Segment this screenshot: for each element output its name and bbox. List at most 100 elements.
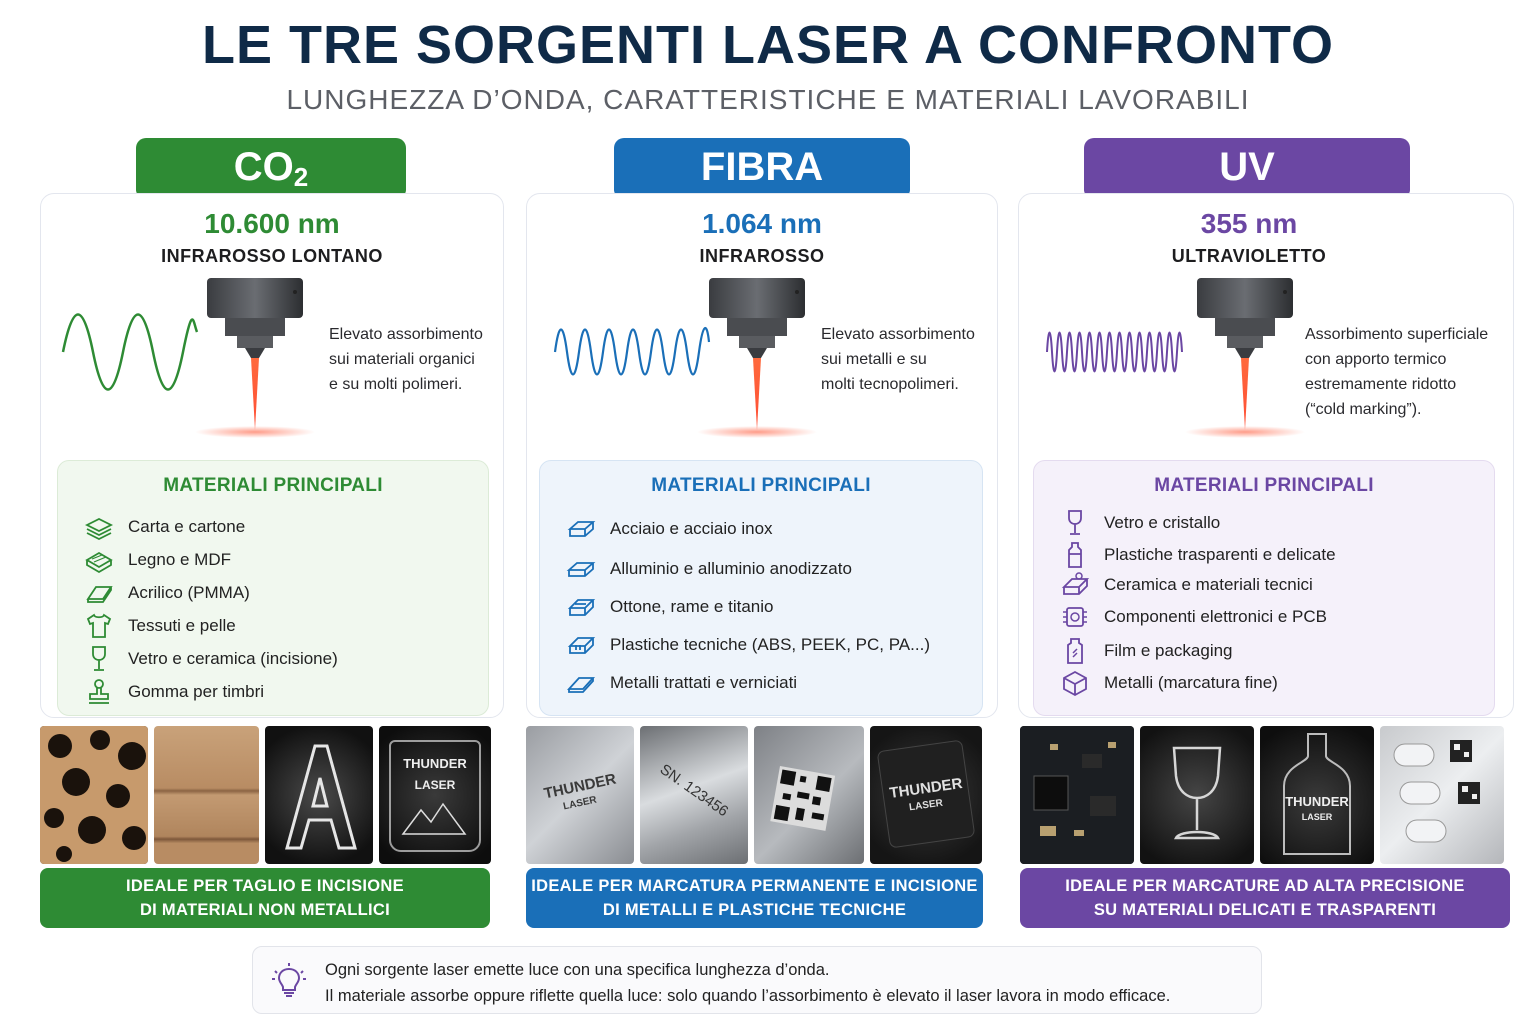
wavelength-uv: 355 nm <box>1200 208 1298 239</box>
plastic-block-icon <box>567 637 596 654</box>
photo-mdf-boards <box>154 726 259 864</box>
laser-head-uv-icon <box>1185 278 1305 438</box>
glass-brand: THUNDER <box>403 756 467 771</box>
photo-black-plate: THUNDER LASER <box>870 726 982 864</box>
material-label: Ottone, rame e titanio <box>610 597 774 616</box>
desc-fibra-line: sui metalli e su <box>821 351 927 368</box>
material-label: Gomma per timbri <box>128 682 265 701</box>
material-label: Metalli (marcatura fine) <box>1104 673 1278 692</box>
ceramic-block-icon <box>1061 572 1090 595</box>
desc-uv-line: estremamente ridotto <box>1305 376 1457 393</box>
desc-uv-line: Assorbimento superficiale <box>1305 326 1489 343</box>
band-co2: INFRAROSSO LONTANO <box>161 246 383 266</box>
tab-co2: CO2 <box>136 138 406 196</box>
materials-title-fibra: MATERIALI PRINCIPALI <box>651 475 871 496</box>
banner-uv-line: SU MATERIALI DELICATI E TRASPARENTI <box>1093 901 1437 919</box>
material-item-pcb: Componenti elettronici e PCB <box>1060 603 1327 631</box>
glass-brand-2: LASER <box>414 778 456 792</box>
wavelength-fibra: 1.064 nm <box>702 208 822 239</box>
card-uv: 355 nm ULTRAVIOLETTO Assorbimento superf… <box>1018 193 1514 718</box>
band-fibra: INFRAROSSO <box>699 246 825 266</box>
material-item-textile: Tessuti e pelle <box>84 612 236 640</box>
materials-panel-co2: MATERIALI PRINCIPALI Carta e cartone Leg… <box>57 460 489 716</box>
wine-glass-icon <box>1068 510 1082 535</box>
material-item-crystal: Vetro e cristallo <box>1060 509 1220 537</box>
material-label: Acciaio e acciaio inox <box>610 519 773 538</box>
metal-cube-icon <box>1063 670 1087 697</box>
coated-plate-icon <box>566 677 596 693</box>
qr-code-icon <box>770 766 836 831</box>
laser-head-co2-icon <box>195 278 315 438</box>
material-label: Componenti elettronici e PCB <box>1104 607 1328 626</box>
desc-co2-line: sui materiali organici <box>329 351 475 368</box>
banner-uv-line: IDEALE PER MARCATURE AD ALTA PRECISIONE <box>1065 877 1465 895</box>
material-label: Vetro e cristallo <box>1104 513 1221 532</box>
material-label: Acrilico (PMMA) <box>128 583 250 602</box>
tab-uv-label: UV <box>1219 145 1275 189</box>
material-item-tech-plastic: Plastiche tecniche (ABS, PEEK, PC, PA...… <box>566 631 930 659</box>
band-uv: ULTRAVIOLETTO <box>1171 246 1327 266</box>
materials-title-co2: MATERIALI PRINCIPALI <box>163 475 383 496</box>
material-label: Carta e cartone <box>128 517 246 536</box>
photo-qr-plate <box>754 726 864 864</box>
banner-fibra: IDEALE PER MARCATURA PERMANENTE E INCISI… <box>526 868 983 928</box>
tab-co2-label: CO <box>233 145 294 189</box>
chip-icon <box>1063 607 1087 627</box>
page-subtitle: LUNGHEZZA D’ONDA, CARATTERISTICHE E MATE… <box>286 84 1250 115</box>
materials-panel-uv: MATERIALI PRINCIPALI Vetro e cristallo P… <box>1033 460 1495 716</box>
package-icon <box>1067 638 1083 664</box>
materials-title-uv: MATERIALI PRINCIPALI <box>1154 475 1374 496</box>
lightbulb-icon <box>272 963 306 997</box>
photo-blister-pack <box>1380 726 1504 864</box>
material-label: Vetro e ceramica (incisione) <box>128 649 338 668</box>
photo-crystal-glass <box>1140 726 1254 864</box>
photos-co2: THUNDER LASER <box>40 726 491 864</box>
metal-bar-icon <box>566 562 596 577</box>
photo-acrylic-letter <box>265 726 373 864</box>
tshirt-icon <box>86 613 112 638</box>
page-title: LE TRE SORGENTI LASER A CONFRONTO <box>201 15 1335 75</box>
wood-board-icon <box>85 551 113 574</box>
desc-fibra: Elevato assorbimento sui metalli e su mo… <box>821 322 975 397</box>
desc-uv-line: con apporto termico <box>1305 351 1447 368</box>
material-label: Film e packaging <box>1104 641 1233 660</box>
wine-glass-icon <box>92 646 106 671</box>
material-item-fine-metal: Metalli (marcatura fine) <box>1060 669 1278 697</box>
photo-pcb <box>1020 726 1134 864</box>
material-label: Plastiche trasparenti e delicate <box>1104 545 1336 564</box>
material-item-steel: Acciaio e acciaio inox <box>566 515 773 543</box>
laser-head-fibra-icon <box>697 278 817 438</box>
material-label: Legno e MDF <box>128 550 231 569</box>
metal-ingot-icon <box>567 599 596 616</box>
photos-fibra: THUNDER LASER SN. 123456 THUNDER LASER <box>526 726 982 864</box>
material-item-clear-plastic: Plastiche trasparenti e delicate <box>1060 541 1336 569</box>
info-note: Ogni sorgente laser emette luce con una … <box>252 946 1262 1014</box>
wave-co2-icon <box>61 313 199 391</box>
desc-co2-line: Elevato assorbimento <box>329 326 483 343</box>
paper-stack-icon <box>84 517 114 541</box>
card-co2: 10.600 nm INFRAROSSO LONTANO Elevato ass… <box>40 193 504 718</box>
material-item-acrylic: Acrilico (PMMA) <box>84 579 250 607</box>
photo-engraved-glass: THUNDER LASER <box>379 726 491 864</box>
materials-panel-fibra: MATERIALI PRINCIPALI Acciaio e acciaio i… <box>539 460 983 716</box>
banner-co2-line: IDEALE PER TAGLIO E INCISIONE <box>126 877 404 895</box>
banner-fibra-line: DI METALLI E PLASTICHE TECNICHE <box>602 901 907 919</box>
wavelength-co2: 10.600 nm <box>204 208 340 239</box>
material-item-paper: Carta e cartone <box>84 513 245 541</box>
desc-co2-line: e su molti polimeri. <box>329 376 463 393</box>
material-item-coated-metal: Metalli trattati e verniciati <box>566 669 797 697</box>
material-item-rubber: Gomma per timbri <box>84 678 264 706</box>
banner-co2: IDEALE PER TAGLIO E INCISIONE DI MATERIA… <box>40 868 490 928</box>
material-label: Tessuti e pelle <box>128 616 236 635</box>
material-item-film: Film e packaging <box>1060 637 1233 665</box>
acrylic-sheet-icon <box>86 586 113 603</box>
banner-uv: IDEALE PER MARCATURE AD ALTA PRECISIONE … <box>1020 868 1510 928</box>
tab-fibra: FIBRA <box>614 138 910 196</box>
serial-number: SN. 123456 <box>656 760 732 821</box>
tab-uv: UV <box>1084 138 1410 196</box>
card-fibra: 1.064 nm INFRAROSSO Elevato assorbimento… <box>526 193 998 718</box>
stamp-icon <box>89 679 109 704</box>
desc-uv: Assorbimento superficiale con apporto te… <box>1305 322 1488 422</box>
bottle-icon <box>1068 542 1082 568</box>
banner-fibra-line: IDEALE PER MARCATURA PERMANENTE E INCISI… <box>531 877 978 895</box>
